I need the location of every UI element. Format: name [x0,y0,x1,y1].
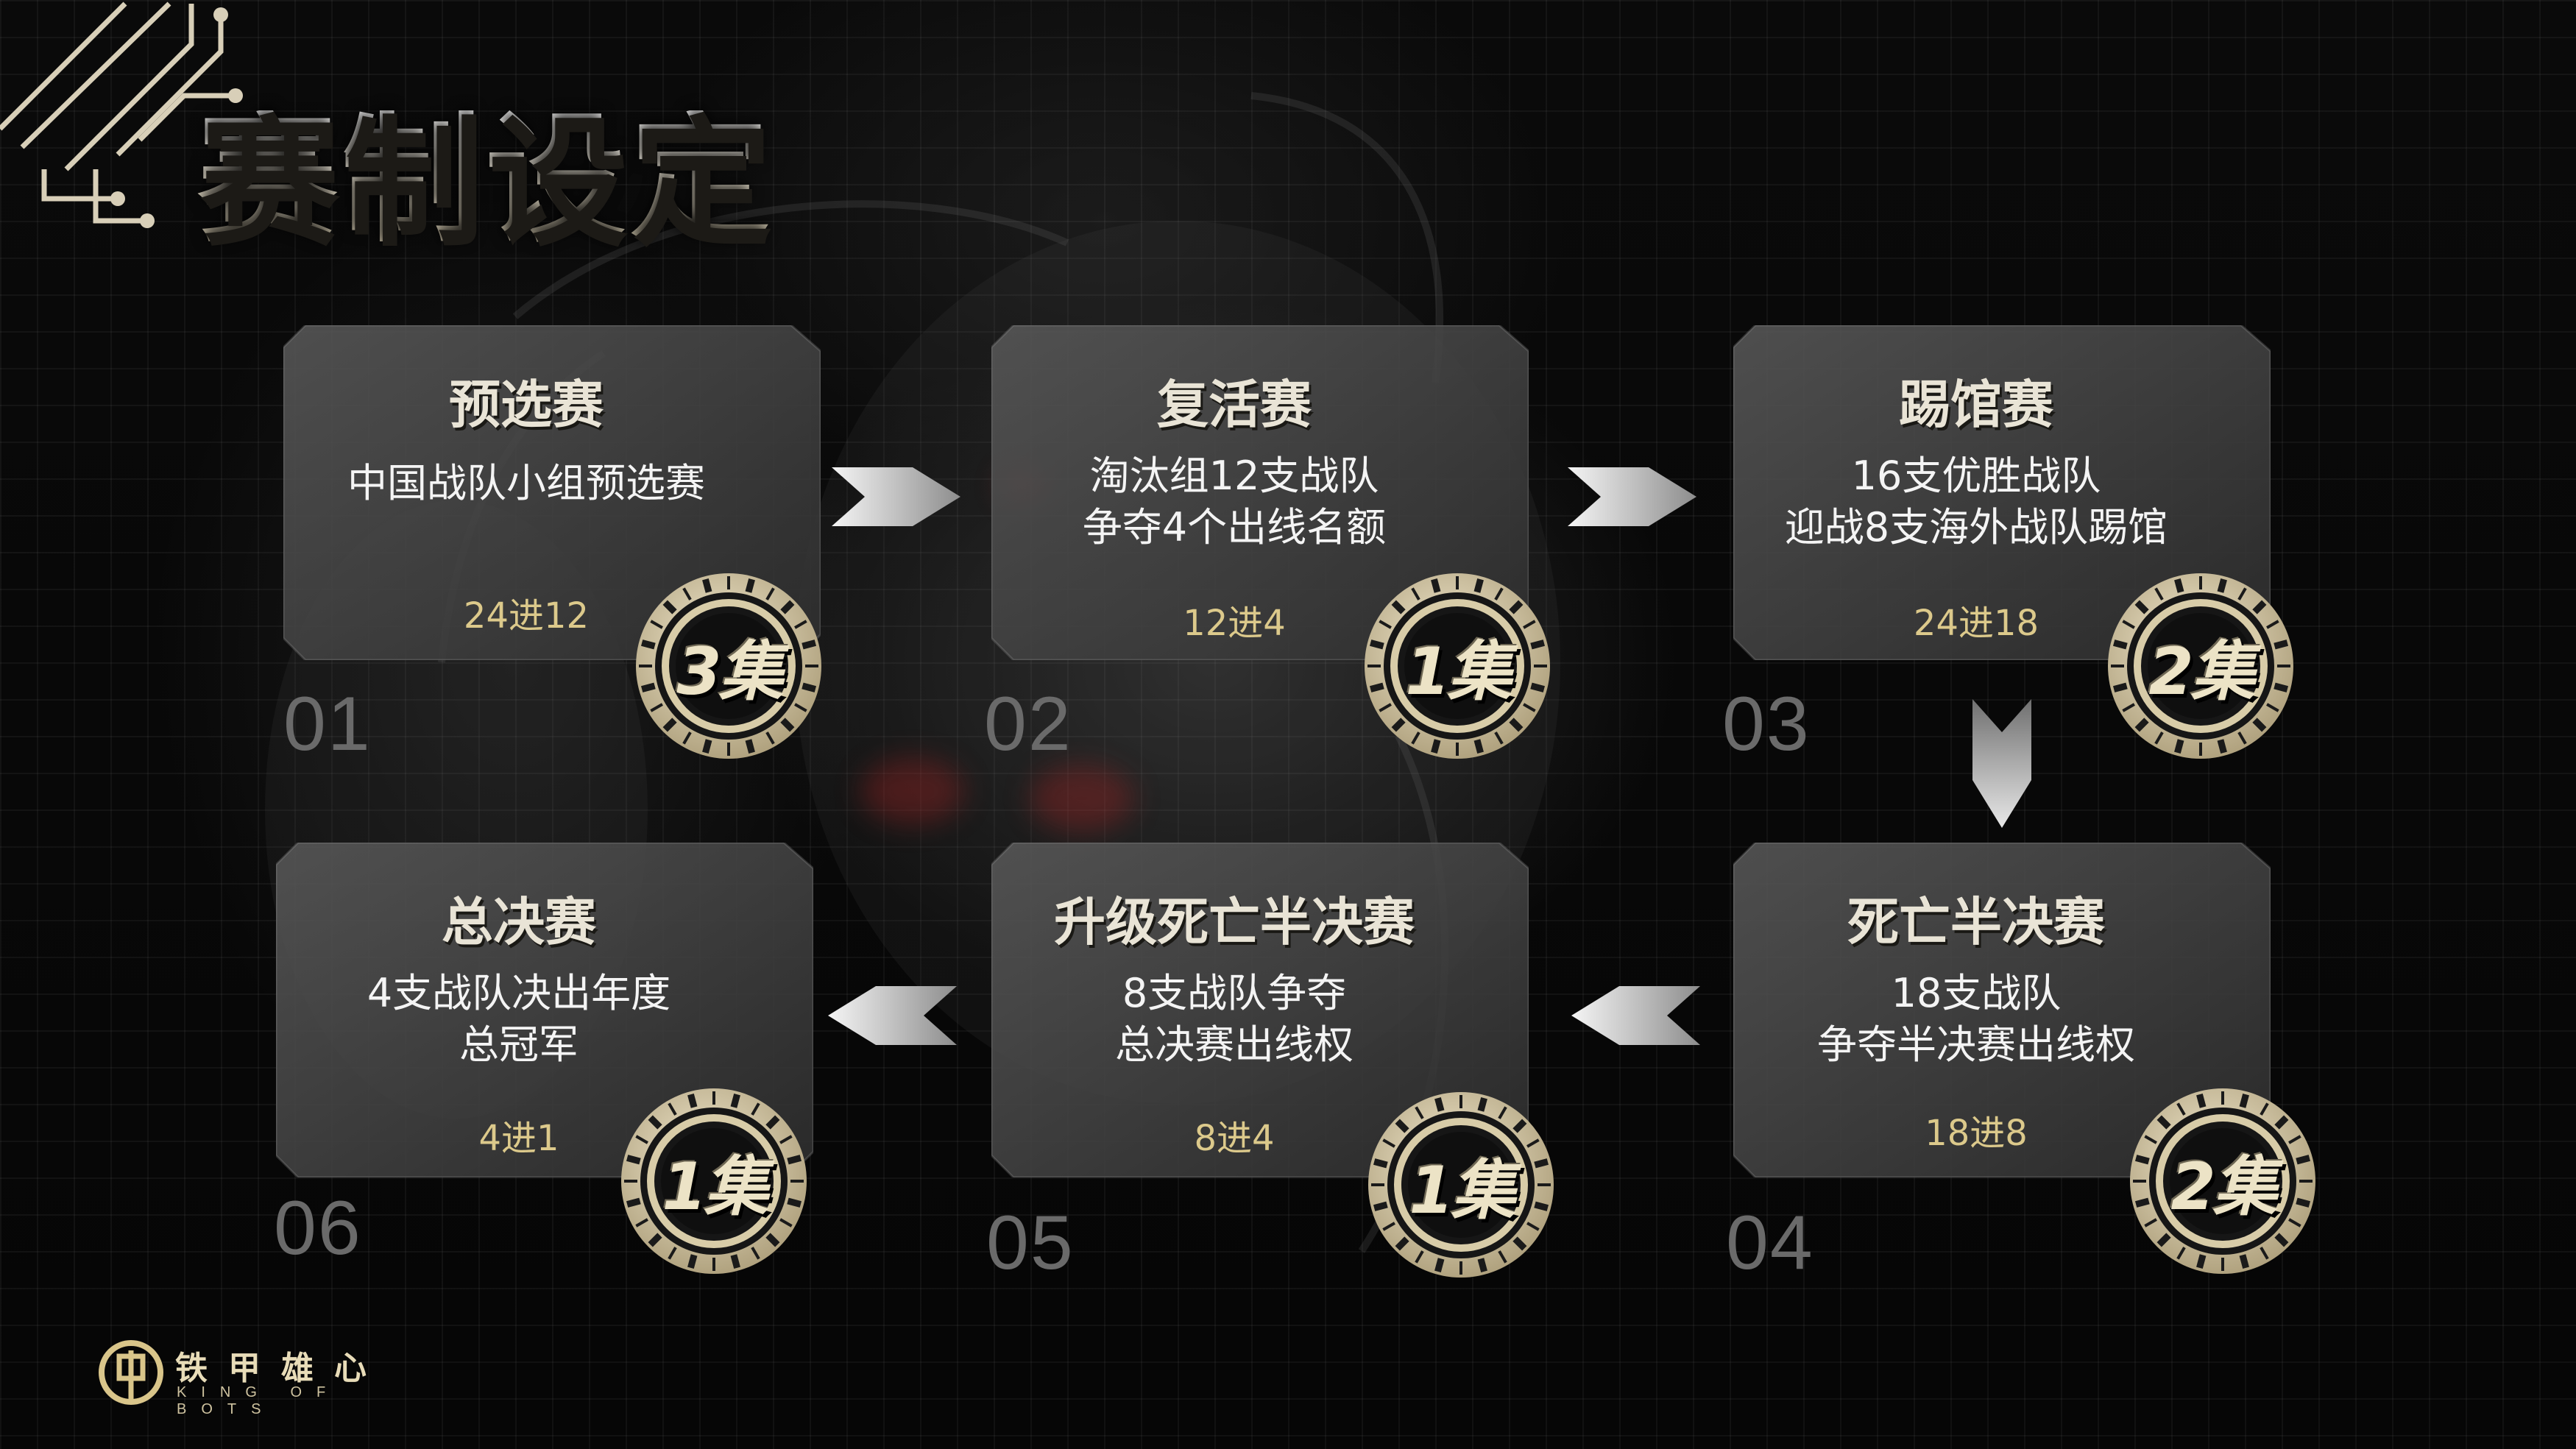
stage-description-line: 18支战队 [1891,970,2062,1016]
stage-description-line: 争夺半决赛出线权 [1817,1021,2135,1068]
stage-description-line: 中国战队小组预选赛 [347,460,705,506]
card-plate [991,843,1529,1177]
stage-advance: 4进1 [478,1118,559,1159]
episodes-count: 1集 [1405,633,1512,709]
card-plate [276,843,813,1177]
stage-title: 复活赛 [1157,375,1312,435]
episodes-count: 2集 [2148,633,2255,709]
step-number: 02 [984,681,1072,767]
step-number: 06 [274,1186,362,1271]
arrow-right-1-icon [832,467,960,526]
stage-card-5: 升级死亡半决赛 8支战队争夺总决赛出线权 8进4 [991,843,1529,1177]
stage-title: 踢馆赛 [1899,375,2053,435]
episodes-medal: 1集 [1362,570,1553,762]
stage-description: 18支战队争夺半决赛出线权 [1733,968,2219,1071]
card-plate [991,325,1529,660]
stage-advance: 18进8 [1925,1113,2028,1154]
circuit-ornament [0,1,243,228]
episodes-count: 2集 [2170,1148,2277,1225]
stage-description: 8支战队争夺总决赛出线权 [991,968,1477,1071]
robot-eye-glow-left [861,758,964,824]
stage-description: 淘汰组12支战队争夺4个出线名额 [991,450,1477,553]
episodes-medal: 1集 [1365,1089,1557,1280]
medal-ring-icon [636,573,821,759]
stage-description-line: 8支战队争夺 [1122,970,1347,1016]
card-plate [1733,843,2271,1177]
logo-text-cn: 铁甲雄心 [175,1350,387,1387]
stage-card-4: 死亡半决赛 18支战队争夺半决赛出线权 18进8 [1733,843,2271,1177]
stage-description: 中国战队小组预选赛 [283,458,769,509]
episodes-medal: 2集 [2105,570,2296,762]
arrow-right-2-icon [1568,467,1696,526]
step-number: 03 [1722,681,1811,767]
stage-description: 16支优胜战队迎战8支海外战队踢馆 [1733,450,2219,553]
card-plate [1733,325,2271,660]
episodes-medal: 1集 [618,1085,810,1277]
episodes-count: 1集 [1409,1152,1515,1228]
stage-description: 4支战队决出年度总冠军 [276,968,762,1071]
robot-eye-glow-right [1030,765,1133,832]
step-number: 01 [283,681,372,767]
stage-description-line: 争夺4个出线名额 [1082,504,1387,550]
stage-card-3: 踢馆赛 16支优胜战队迎战8支海外战队踢馆 24进18 [1733,325,2271,660]
episodes-medal: 3集 [633,570,824,762]
stage-card-1: 预选赛 中国战队小组预选赛 24进12 [283,325,821,660]
stage-advance: 8进4 [1194,1118,1275,1159]
stage-description-line: 16支优胜战队 [1851,453,2101,499]
stage-title: 总决赛 [442,892,596,952]
stage-description-line: 淘汰组12支战队 [1089,453,1379,499]
episodes-count: 3集 [676,633,783,709]
stage-advance: 24进18 [1913,603,2039,644]
stage-description-line: 4支战队决出年度 [367,970,671,1016]
card-plate [283,325,821,660]
stage-advance: 12进4 [1183,603,1286,644]
episodes-count: 1集 [662,1148,768,1225]
medal-ring-icon [2108,573,2293,759]
stage-description-line: 迎战8支海外战队踢馆 [1784,504,2168,550]
brand-logo: 铁甲雄心 KING OF BOTS [94,1336,433,1417]
arrow-left-1-icon [1571,986,1700,1045]
stage-title: 升级死亡半决赛 [1054,892,1415,952]
stage-card-6: 总决赛 4支战队决出年度总冠军 4进1 [276,843,813,1177]
medal-ring-icon [621,1088,807,1274]
medal-ring-icon [2130,1088,2315,1274]
page-title: 赛制设定 [197,99,775,261]
stage-card-2: 复活赛 淘汰组12支战队争夺4个出线名额 12进4 [991,325,1529,660]
stage-title: 预选赛 [449,375,604,435]
episodes-medal: 2集 [2127,1085,2318,1277]
arrow-down-icon [1972,699,2031,828]
arrow-left-2-icon [828,986,957,1045]
stage-advance: 24进12 [463,595,590,637]
stage-title: 死亡半决赛 [1847,892,2105,952]
medal-ring-icon [1365,573,1550,759]
stage-description-line: 总冠军 [459,1021,578,1068]
step-number: 04 [1726,1200,1814,1286]
step-number: 05 [986,1200,1075,1286]
medal-ring-icon [1368,1092,1554,1278]
logo-emblem-icon [99,1340,163,1405]
logo-text-en: KING OF BOTS [177,1384,341,1417]
stage-description-line: 总决赛出线权 [1115,1021,1354,1068]
